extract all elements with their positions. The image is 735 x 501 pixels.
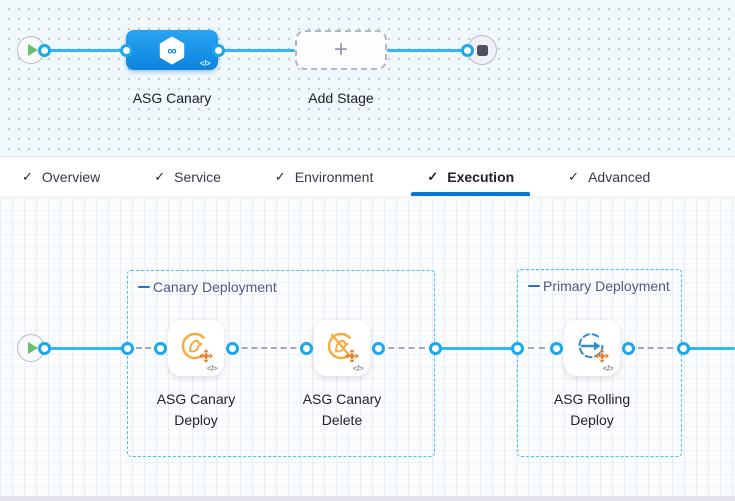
link-node [299, 341, 313, 355]
link-node [37, 341, 51, 355]
tab-label: Environment [294, 168, 374, 185]
link-node [119, 43, 133, 57]
step-name-label: ASG Canary Delete [302, 391, 382, 428]
tab-environment[interactable]: ✓ Environment [259, 157, 390, 196]
link-node [211, 43, 225, 57]
asg-canary-deploy-icon [181, 332, 213, 363]
link-node [120, 341, 134, 355]
tab-label: Overview [41, 168, 101, 185]
dashed-connector [232, 347, 306, 349]
stop-icon [476, 44, 488, 56]
step-node-asg-rolling-deploy[interactable]: </> [564, 320, 620, 376]
group-header-canary[interactable]: Canary Deployment [138, 279, 277, 295]
link-node [510, 341, 524, 355]
dashed-connector [628, 347, 683, 349]
link-node [371, 341, 385, 355]
add-stage-button[interactable]: + [295, 30, 387, 70]
step-group-primary-deployment: Primary Deployment [517, 269, 682, 457]
play-icon [27, 342, 38, 354]
asg-canary-delete-icon [327, 332, 359, 363]
step-node-asg-canary-delete[interactable]: </> [314, 320, 370, 376]
play-icon [27, 44, 38, 56]
connector-line [435, 346, 517, 350]
group-title: Canary Deployment [153, 279, 277, 295]
dashed-connector [517, 347, 556, 349]
tab-label: Service [174, 168, 221, 185]
link-node [37, 43, 51, 57]
dashed-connector [127, 347, 160, 349]
dashed-connector [378, 347, 435, 349]
connector-line [218, 48, 295, 52]
asg-rolling-deploy-icon [578, 333, 609, 363]
tab-label: Advanced [588, 168, 651, 185]
horizontal-scrollbar[interactable] [0, 496, 735, 501]
connector-line [44, 346, 127, 350]
link-node [676, 341, 690, 355]
tab-overview[interactable]: ✓ Overview [6, 157, 116, 196]
stage-name-label: ASG Canary [132, 90, 212, 106]
step-node-asg-canary-deploy[interactable]: </> [168, 320, 224, 376]
yaml-code-badge: </> [352, 364, 364, 373]
plus-icon: + [333, 36, 348, 63]
link-node [428, 341, 442, 355]
cd-hexagon-icon: ∞ [159, 35, 185, 65]
stage-config-tabs: ✓ Overview ✓ Service ✓ Environment ✓ Exe… [0, 156, 735, 197]
connector-line [387, 48, 467, 52]
connector-line [44, 48, 126, 52]
link-node [621, 341, 635, 355]
link-node [549, 341, 563, 355]
step-group-canary-deployment: Canary Deployment [127, 270, 435, 457]
check-icon: ✓ [568, 168, 580, 184]
group-header-primary[interactable]: Primary Deployment [528, 278, 670, 294]
step-name-label: ASG Canary Deploy [156, 391, 236, 428]
link-node [460, 43, 474, 57]
tab-advanced[interactable]: ✓ Advanced [552, 157, 666, 196]
add-stage-label: Add Stage [308, 90, 374, 106]
yaml-code-badge: </> [602, 364, 614, 373]
tab-execution[interactable]: ✓ Execution [411, 157, 530, 196]
group-title: Primary Deployment [543, 278, 670, 294]
collapse-icon [138, 285, 150, 289]
link-node [153, 341, 167, 355]
stage-node-asg-canary[interactable]: ∞ </> [126, 30, 218, 70]
tab-service[interactable]: ✓ Service [138, 157, 237, 196]
execution-graph-canvas: Canary Deployment Primary Deployment [0, 198, 735, 501]
stage-graph-canvas: ∞ </> ASG Canary + Add Stage [0, 0, 735, 156]
link-node [225, 341, 239, 355]
connector-line [683, 346, 735, 350]
check-icon: ✓ [154, 168, 166, 184]
svg-text:∞: ∞ [167, 43, 176, 58]
check-icon: ✓ [274, 168, 286, 184]
step-name-label: ASG Rolling Deploy [553, 391, 631, 428]
check-icon: ✓ [427, 168, 439, 184]
yaml-code-badge: </> [199, 59, 211, 68]
tab-label: Execution [447, 168, 515, 185]
collapse-icon [528, 284, 540, 288]
check-icon: ✓ [22, 168, 33, 184]
yaml-code-badge: </> [206, 364, 218, 373]
